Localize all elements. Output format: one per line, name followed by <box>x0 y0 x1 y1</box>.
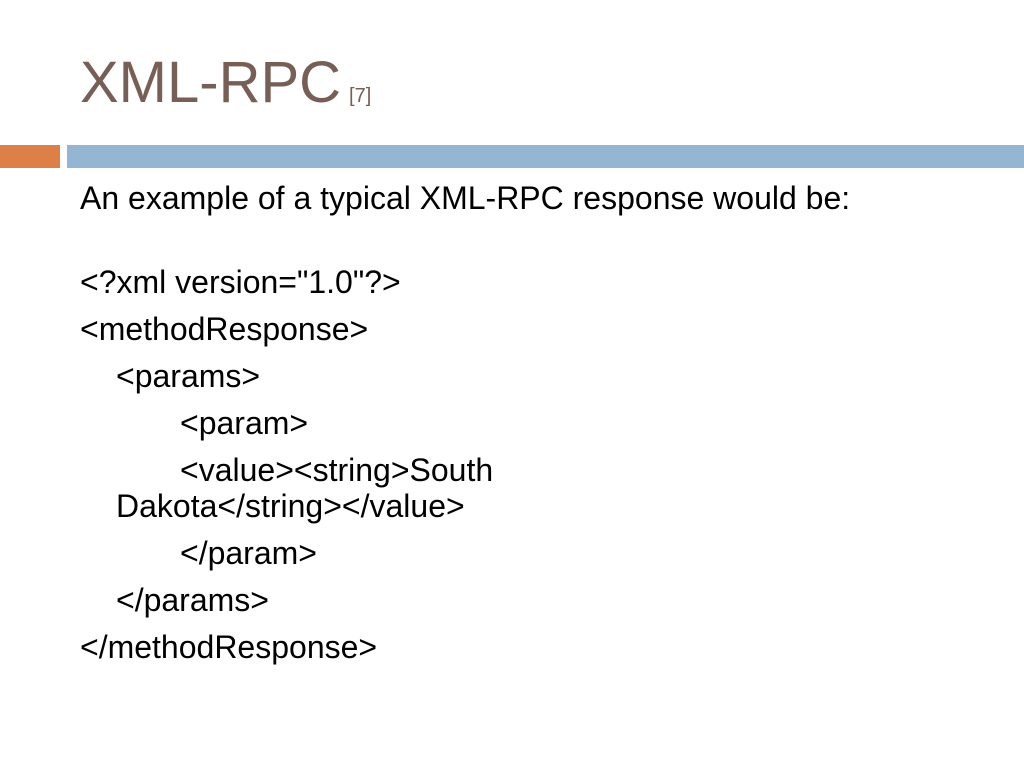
code-line-value-part1: <value><string>South <box>180 452 494 488</box>
code-line-method-response-close: </methodResponse> <box>80 629 378 665</box>
accent-bar <box>0 145 60 168</box>
code-line-xml-declaration: <?xml version="1.0"?> <box>80 264 401 300</box>
code-line-params-open: <params> <box>116 358 261 394</box>
slide-title-text: XML-RPC <box>80 50 342 115</box>
code-line-params-close: </params> <box>116 582 269 618</box>
code-line-param-close: </param> <box>180 535 317 571</box>
code-line-value: <value><string>South Dakota</string></va… <box>80 452 980 524</box>
slide-body: An example of a typical XML-RPC response… <box>80 180 980 676</box>
title-reference: [7] <box>349 85 372 107</box>
intro-text: An example of a typical XML-RPC response… <box>80 180 851 216</box>
code-line-param-open: <param> <box>180 405 309 441</box>
title-underline-bar <box>67 145 1024 168</box>
code-line-method-response-open: <methodResponse> <box>80 311 369 347</box>
slide-title: XML-RPC [7] <box>80 48 371 131</box>
code-line-value-part2: Dakota</string></value> <box>116 488 465 524</box>
